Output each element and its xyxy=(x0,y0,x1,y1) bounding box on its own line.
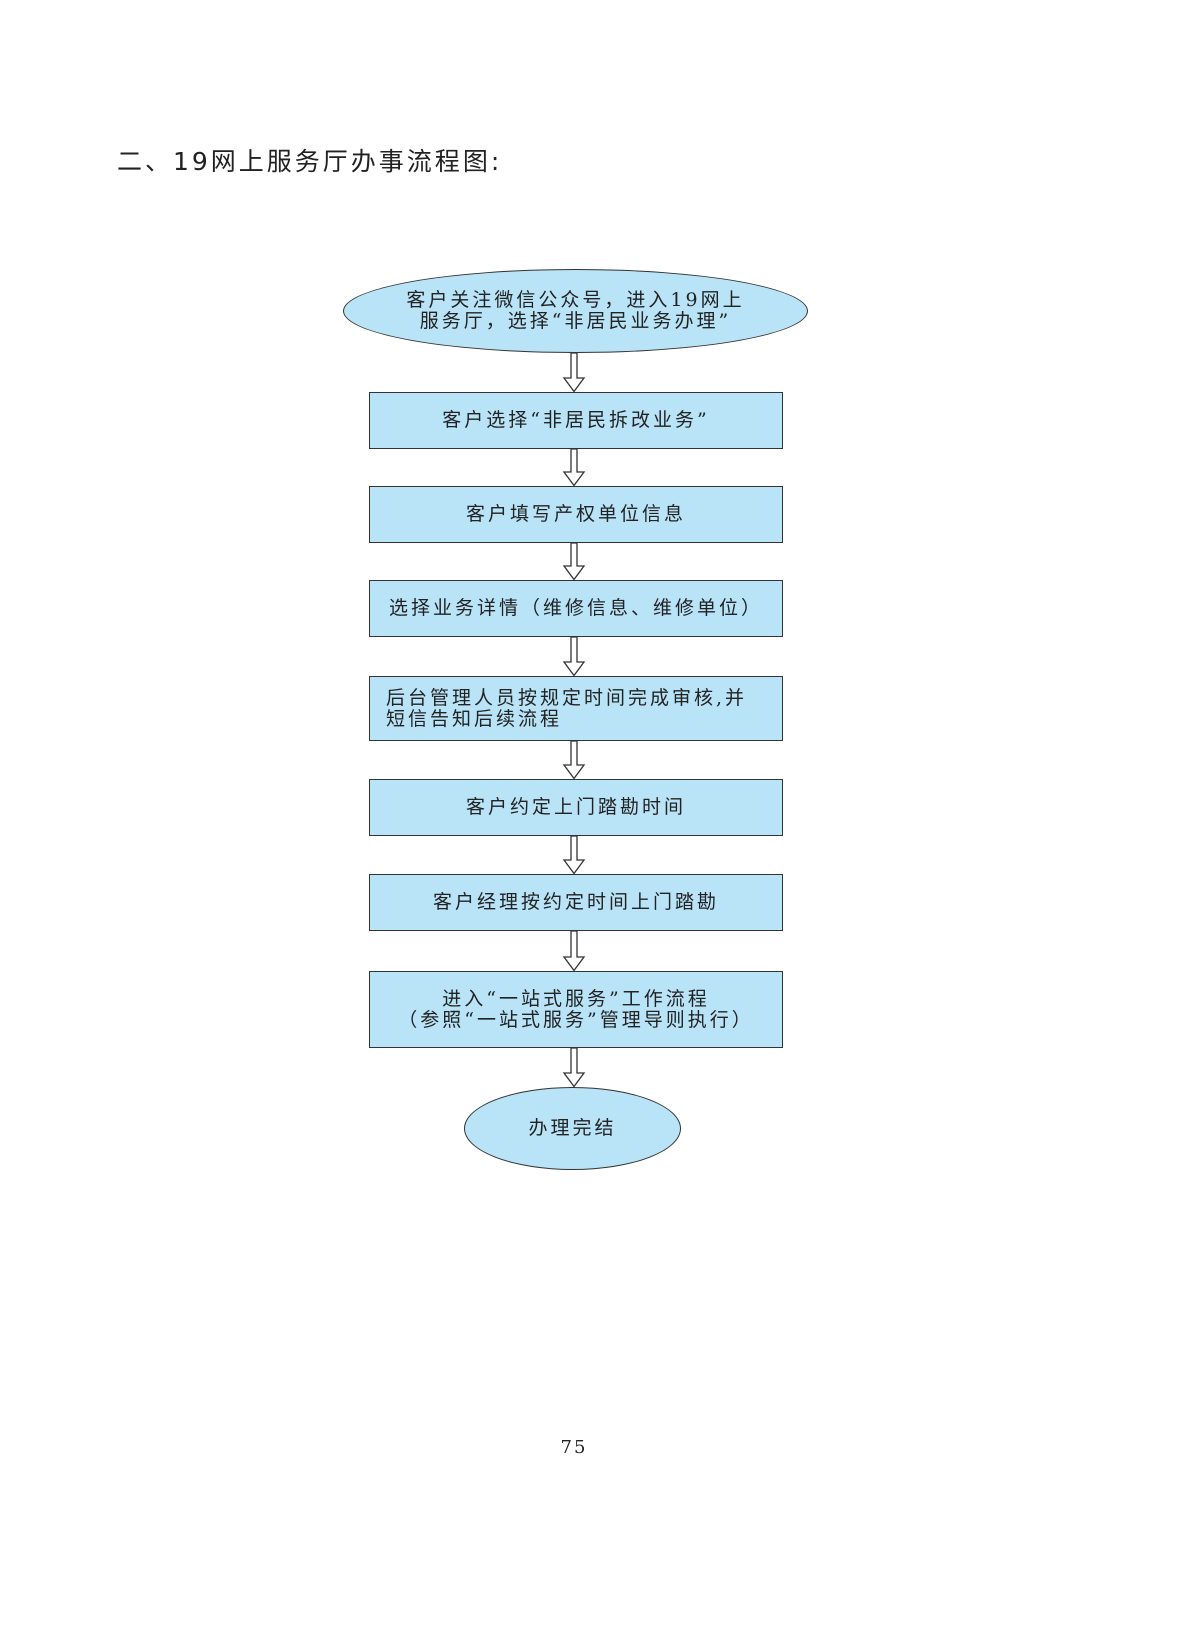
down-arrow-icon xyxy=(562,836,586,874)
down-arrow-icon xyxy=(562,741,586,779)
page-heading: 二、19网上服务厅办事流程图: xyxy=(117,147,503,176)
flow-end-terminal: 办理完结 xyxy=(464,1087,681,1170)
down-arrow-icon xyxy=(562,449,586,486)
step-label: 选择业务详情（维修信息、维修单位） xyxy=(388,597,763,619)
step-label: 后台管理人员按规定时间完成审核,并 短信告知后续流程 xyxy=(386,686,748,730)
down-arrow-icon xyxy=(562,931,586,971)
flow-step-3: 选择业务详情（维修信息、维修单位） xyxy=(369,580,783,637)
flow-step-7: 进入“一站式服务”工作流程 （参照“一站式服务”管理导则执行） xyxy=(369,971,783,1048)
flow-step-4: 后台管理人员按规定时间完成审核,并 短信告知后续流程 xyxy=(369,676,783,741)
down-arrow-icon xyxy=(562,637,586,676)
step-label: 客户选择“非居民拆改业务” xyxy=(442,409,710,431)
step-label: 客户约定上门踏勘时间 xyxy=(465,796,686,818)
page-number: 75 xyxy=(560,1437,588,1458)
end-label: 办理完结 xyxy=(528,1117,617,1139)
flow-step-1: 客户选择“非居民拆改业务” xyxy=(369,392,783,449)
down-arrow-icon xyxy=(562,1048,586,1087)
step-label: 客户经理按约定时间上门踏勘 xyxy=(432,891,719,913)
flow-step-6: 客户经理按约定时间上门踏勘 xyxy=(369,874,783,931)
flow-step-5: 客户约定上门踏勘时间 xyxy=(369,779,783,836)
start-label: 客户关注微信公众号，进入19网上 服务厅，选择“非居民业务办理” xyxy=(406,289,745,332)
step-label: 进入“一站式服务”工作流程 （参照“一站式服务”管理导则执行） xyxy=(398,987,754,1031)
flow-step-2: 客户填写产权单位信息 xyxy=(369,486,783,543)
down-arrow-icon xyxy=(562,353,586,392)
down-arrow-icon xyxy=(562,543,586,580)
flow-start-terminal: 客户关注微信公众号，进入19网上 服务厅，选择“非居民业务办理” xyxy=(343,269,808,353)
step-label: 客户填写产权单位信息 xyxy=(465,503,686,525)
